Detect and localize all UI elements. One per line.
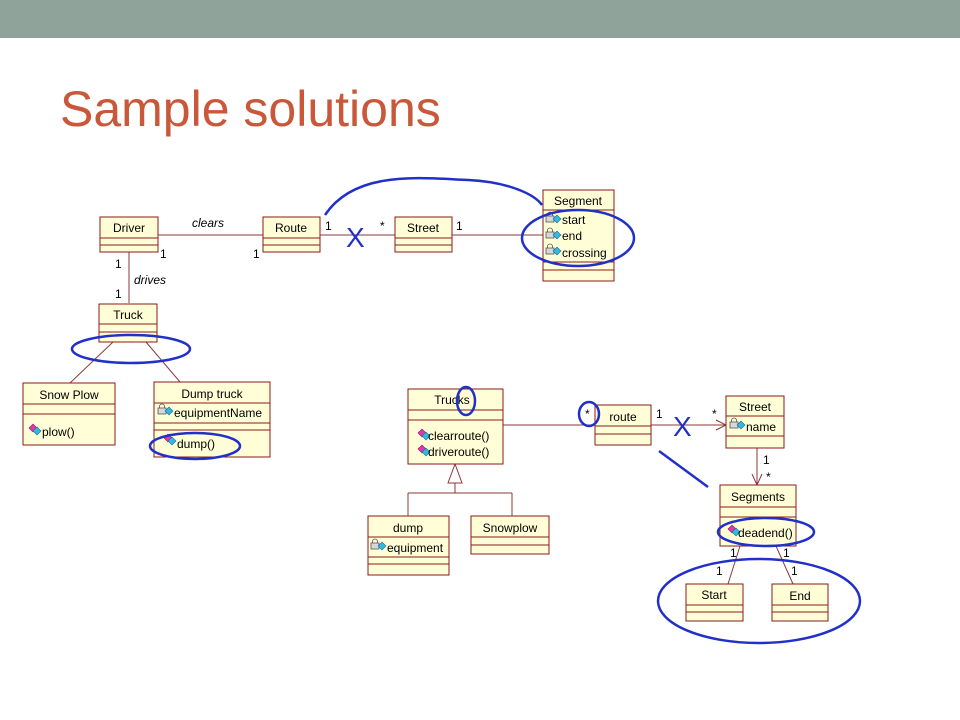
annotation-x-mark: X [346,222,365,253]
attr-name: name [746,420,776,434]
mult-street-segments-2: * [766,470,771,484]
mult-drives-truck: 1 [115,287,122,301]
class-street-2: Street name [725,395,785,449]
class-street: Street [394,216,453,253]
class-end: End [771,583,829,622]
mult-segments-end-2: 1 [791,564,798,578]
mult-route-street-2: * [380,219,385,233]
svg-text:Street: Street [407,221,440,235]
svg-text:Snow Plow: Snow Plow [39,388,99,402]
svg-text:Dump truck: Dump truck [181,387,243,401]
top-banner [0,0,960,38]
class-dump-truck: Dump truck equipmentName dump() [153,381,271,458]
page-title: Sample solutions [60,81,441,137]
svg-text:Snowplow: Snowplow [483,521,538,535]
class-start: Start [685,583,744,622]
svg-text:Street: Street [739,400,772,414]
generalization-snowplow [69,341,114,384]
annotation-ellipse-deadend [716,516,816,548]
op-deadend: deadend() [738,526,793,540]
mult-route-street-2: * [712,407,717,421]
svg-text:Segments: Segments [731,490,785,504]
attr-equipment: equipment [387,541,444,555]
op-plow: plow() [42,425,75,439]
op-driveroute: driveroute() [428,445,489,459]
svg-text:Trucks: Trucks [434,393,470,407]
svg-text:End: End [789,589,810,603]
class-route-2: route [594,404,652,446]
op-dump: dump() [177,437,215,451]
mult-street-segment: 1 [456,219,463,233]
attr-end: end [562,229,582,243]
mult-route-street-1: 1 [325,219,332,233]
mult-street-segments-1: 1 [763,453,770,467]
class-driver: Driver [99,216,159,253]
annotation-ellipse-trucks-s [455,385,477,417]
attr-start: start [562,213,586,227]
annotation-ellipse-start-end [656,557,862,645]
assoc-segments-start [727,545,741,585]
annotation-strike-line [658,449,709,489]
annotation-ellipse-dump [148,431,242,461]
mult-segments-end-1: 1 [783,546,790,560]
svg-text:Start: Start [701,588,727,602]
mult-drives-driver: 1 [115,257,122,271]
op-clearroute: clearroute() [428,429,489,443]
svg-text:Truck: Truck [113,308,144,322]
class-trucks: Trucks clearroute() driveroute() [407,388,504,465]
label-drives: drives [134,273,166,287]
class-snowplow-2: Snowplow [470,515,550,555]
annotation-arc [323,176,544,216]
attr-crossing: crossing [562,246,607,260]
class-segments: Segments deadend() [719,484,797,547]
class-dump: dump equipment [367,515,450,576]
svg-text:Route: Route [275,221,307,235]
label-clears: clears [192,216,224,230]
attr-equipmentName: equipmentName [174,406,262,420]
annotation-ellipse-star [577,400,601,428]
generalization-triangle [447,462,463,484]
mult-clears-route: 1 [253,247,260,261]
mult-segments-start-1: 1 [730,546,737,560]
annotation-ellipse-segment-attrs [520,208,636,268]
class-segment: Segment start end crossing [542,189,615,282]
class-snow-plow: Snow Plow plow() [22,382,116,446]
svg-text:Driver: Driver [113,221,145,235]
assoc-segments-end [775,545,794,585]
mult-segments-start-2: 1 [716,564,723,578]
annotation-ellipse-truck [70,333,192,365]
mult-route-street-1: 1 [656,407,663,421]
svg-text:route: route [609,410,637,424]
mult-clears-driver: 1 [160,247,167,261]
svg-text:Segment: Segment [554,194,603,208]
annotation-x-mark-2: X [673,411,692,442]
class-route: Route [262,216,321,253]
svg-text:dump: dump [393,521,423,535]
mult-trucks-route-2: * [585,407,590,421]
